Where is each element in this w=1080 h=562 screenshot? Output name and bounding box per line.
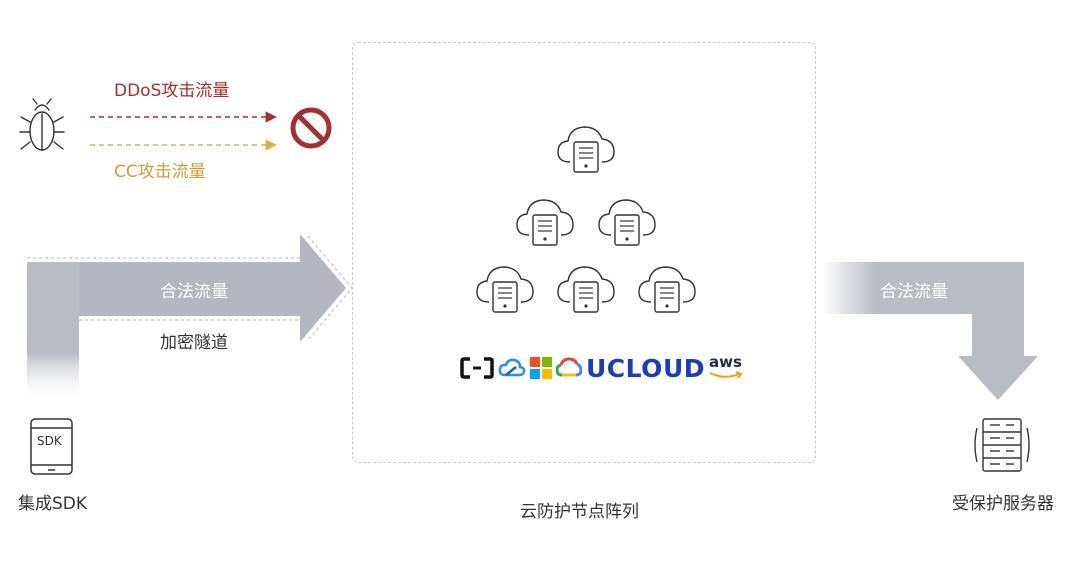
ingress-legit-arrow [27,234,353,402]
node-array-box [352,42,816,463]
microsoft-logo [530,357,552,379]
cloud-server-node-icon [557,266,615,313]
tunnel-label: 加密隧道 [160,333,228,353]
cloud-provider-logos: UCLOUD aws [460,352,743,384]
aws-smile-icon [709,371,743,379]
aws-logo-text: aws [709,353,742,371]
sdk-phone-icon [30,418,73,475]
cloud-server-node-icon [516,199,574,246]
ddos-label: DDoS攻击流量 [114,81,230,101]
cloud-server-node-icon [476,266,534,313]
egress-legit-label: 合法流量 [880,282,948,302]
cloud-server-node-icon [638,266,696,313]
google-cloud-logo [556,357,582,377]
tencent-cloud-logo [498,358,526,377]
aws-logo: aws [709,353,743,379]
sdk-caption: 集成SDK [18,494,88,514]
egress-legit-arrow [822,262,1038,400]
alibaba-cloud-logo [460,357,494,379]
ucloud-logo: UCLOUD [586,353,705,383]
cloud-server-node-icon [557,126,615,173]
cloud-node-grid [476,126,696,313]
server-icon [974,418,1030,472]
blocked-icon [290,107,332,149]
server-caption: 受保护服务器 [952,494,1054,514]
cc-label: CC攻击流量 [114,162,206,182]
bug-icon [19,98,65,151]
sdk-device-text: SDK [37,434,62,448]
ingress-legit-label: 合法流量 [160,282,228,302]
cloud-server-node-icon [598,199,656,246]
node-array-caption: 云防护节点阵列 [520,502,639,522]
